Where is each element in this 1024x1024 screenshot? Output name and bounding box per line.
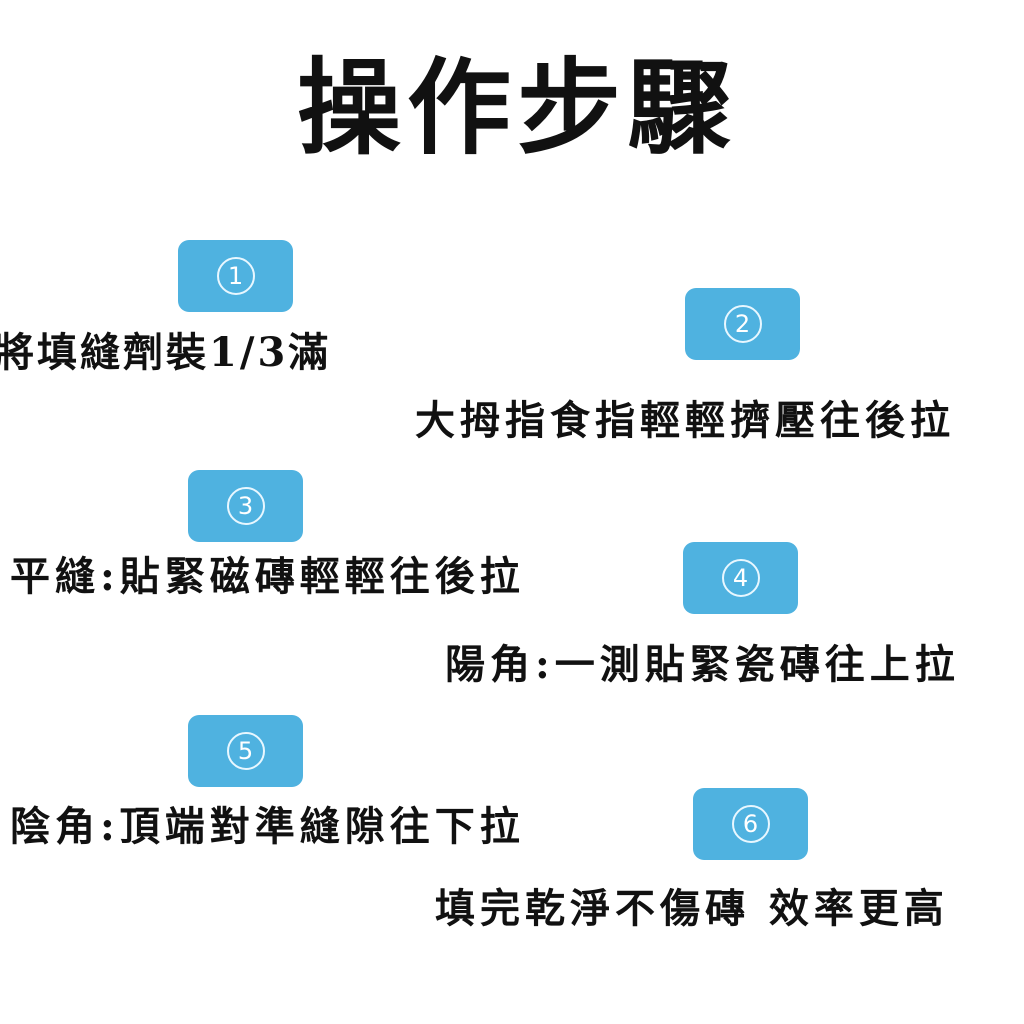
step-1-badge: 1 [178, 240, 293, 312]
step-3-badge: 3 [188, 470, 303, 542]
step-3-text: 平縫:貼緊磁磚輕輕往後拉 [10, 553, 525, 600]
step-6-text: 填完乾淨不傷磚 效率更高 [435, 885, 949, 932]
step-5-text: 陰角:頂端對準縫隙往下拉 [10, 803, 525, 850]
step-number: 3 [226, 487, 265, 525]
page-title: 操作步驟 [296, 47, 737, 169]
step-number: 6 [731, 805, 770, 843]
step-4-text: 陽角:一測貼緊瓷磚往上拉 [445, 641, 960, 688]
step-4-badge: 4 [683, 542, 798, 614]
step-2-badge: 2 [685, 288, 800, 360]
step-5-badge: 5 [188, 715, 303, 787]
step-number: 1 [216, 257, 255, 295]
step-number: 2 [723, 305, 762, 343]
step-6-badge: 6 [693, 788, 808, 860]
step-2-text: 大拇指食指輕輕擠壓往後拉 [415, 397, 955, 444]
step-number: 4 [721, 559, 760, 597]
step-1-text: 將填縫劑裝1/3滿 [0, 329, 332, 376]
step-number: 5 [226, 732, 265, 770]
